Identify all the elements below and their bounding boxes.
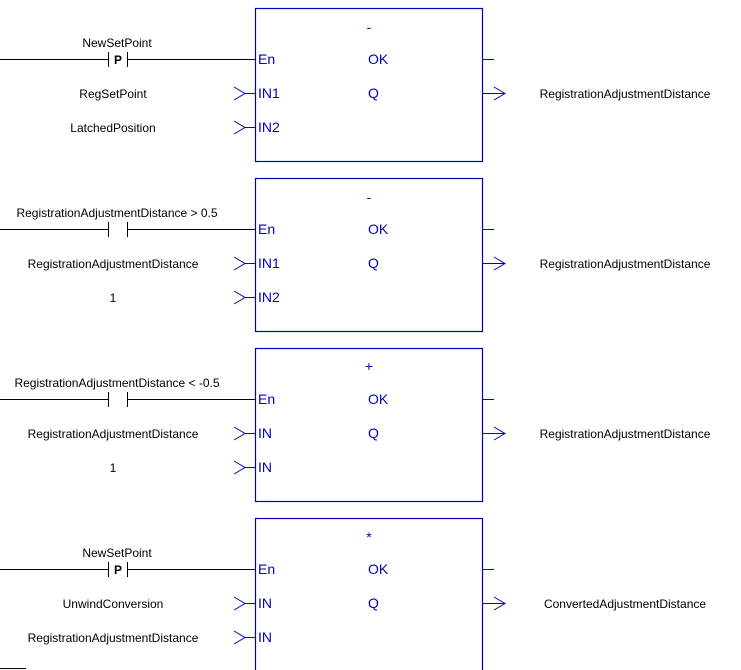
rung-2-input-1-pin: IN1 bbox=[258, 255, 280, 271]
rung-2-contact-label[interactable]: RegistrationAdjustmentDistance > 0.5 bbox=[16, 206, 217, 220]
rung-3-input-1-value[interactable]: RegistrationAdjustmentDistance bbox=[28, 427, 199, 441]
rung-2-ok-pin: OK bbox=[368, 221, 389, 237]
rung-1-contact-label[interactable]: NewSetPoint bbox=[82, 36, 152, 50]
rung-4-input-2-value[interactable]: RegistrationAdjustmentDistance bbox=[28, 631, 199, 645]
rung-2-input-2-pin: IN2 bbox=[258, 289, 280, 305]
rung-3-output-arrow bbox=[493, 426, 506, 441]
rung-1-input-1-pin: IN1 bbox=[258, 85, 280, 101]
rung-4-contact-label[interactable]: NewSetPoint bbox=[82, 546, 152, 560]
rung-1-ok-pin: OK bbox=[368, 51, 389, 67]
rung-1-output-value[interactable]: RegistrationAdjustmentDistance bbox=[540, 87, 711, 101]
rung-1-output-arrow bbox=[493, 86, 506, 101]
rung-3-ok-pin: OK bbox=[368, 391, 389, 407]
rung-2-output-value[interactable]: RegistrationAdjustmentDistance bbox=[540, 257, 711, 271]
rung-4-output-arrow bbox=[493, 596, 506, 611]
rung-3-q-pin: Q bbox=[368, 425, 379, 441]
rung-3: RegistrationAdjustmentDistance < -0.5 Re… bbox=[0, 347, 711, 503]
rung-4-input-1-pin: IN bbox=[258, 595, 272, 611]
rung-2-function-block[interactable] bbox=[254, 177, 484, 333]
rung-1-q-pin: Q bbox=[368, 85, 379, 101]
rung-4-function-block[interactable] bbox=[254, 517, 484, 670]
rung-3-function-block[interactable] bbox=[254, 347, 484, 503]
rung-3-operator: + bbox=[365, 358, 373, 374]
rung-4-operator: * bbox=[366, 529, 372, 545]
rung-2-en-pin: En bbox=[258, 221, 275, 237]
rung-3-en-pin: En bbox=[258, 391, 275, 407]
rung-3-input-1-pin: IN bbox=[258, 425, 272, 441]
rung-1-en-pin: En bbox=[258, 51, 275, 67]
rung-4-en-pin: En bbox=[258, 561, 275, 577]
rung-4-ok-pin: OK bbox=[368, 561, 389, 577]
rung-2-output-arrow bbox=[493, 256, 506, 271]
rung-4-input-1-value[interactable]: UnwindConversion bbox=[63, 597, 164, 611]
rung-4-q-pin: Q bbox=[368, 595, 379, 611]
rung-1-input-1-value[interactable]: RegSetPoint bbox=[79, 87, 147, 101]
rung-3-input-2-value[interactable]: 1 bbox=[110, 461, 117, 475]
rung-2-operator: - bbox=[367, 189, 372, 205]
rung-2: RegistrationAdjustmentDistance > 0.5 Reg… bbox=[0, 177, 711, 333]
rung-2-input-2-arrow bbox=[233, 290, 246, 305]
rung-1-operator: - bbox=[367, 19, 372, 35]
rung-3-output-value[interactable]: RegistrationAdjustmentDistance bbox=[540, 427, 711, 441]
rung-4: P NewSetPoint UnwindConversion Registrat… bbox=[0, 517, 706, 670]
rung-4-input-2-pin: IN bbox=[258, 629, 272, 645]
rung-2-input-1-arrow bbox=[233, 256, 246, 271]
rung-1-contact-type: P bbox=[114, 53, 122, 67]
rung-1-input-2-arrow bbox=[233, 120, 246, 135]
rung-4-output-value[interactable]: ConvertedAdjustmentDistance bbox=[544, 597, 706, 611]
rung-3-input-2-arrow bbox=[233, 460, 246, 475]
rung-3-input-2-pin: IN bbox=[258, 459, 272, 475]
rung-3-contact-label[interactable]: RegistrationAdjustmentDistance < -0.5 bbox=[14, 376, 219, 390]
rung-1-input-2-value[interactable]: LatchedPosition bbox=[70, 121, 155, 135]
rung-1: P NewSetPoint RegSetPoint LatchedPositio… bbox=[0, 7, 711, 163]
rung-1-input-2-pin: IN2 bbox=[258, 119, 280, 135]
rung-1-input-1-arrow bbox=[233, 86, 246, 101]
rung-2-input-1-value[interactable]: RegistrationAdjustmentDistance bbox=[28, 257, 199, 271]
rung-1-function-block[interactable] bbox=[254, 7, 484, 163]
rung-4-input-1-arrow bbox=[233, 596, 246, 611]
rung-4-contact-type: P bbox=[114, 563, 122, 577]
rung-4-input-2-arrow bbox=[233, 630, 246, 645]
rung-3-input-1-arrow bbox=[233, 426, 246, 441]
rung-2-input-2-value[interactable]: 1 bbox=[110, 291, 117, 305]
rung-2-q-pin: Q bbox=[368, 255, 379, 271]
